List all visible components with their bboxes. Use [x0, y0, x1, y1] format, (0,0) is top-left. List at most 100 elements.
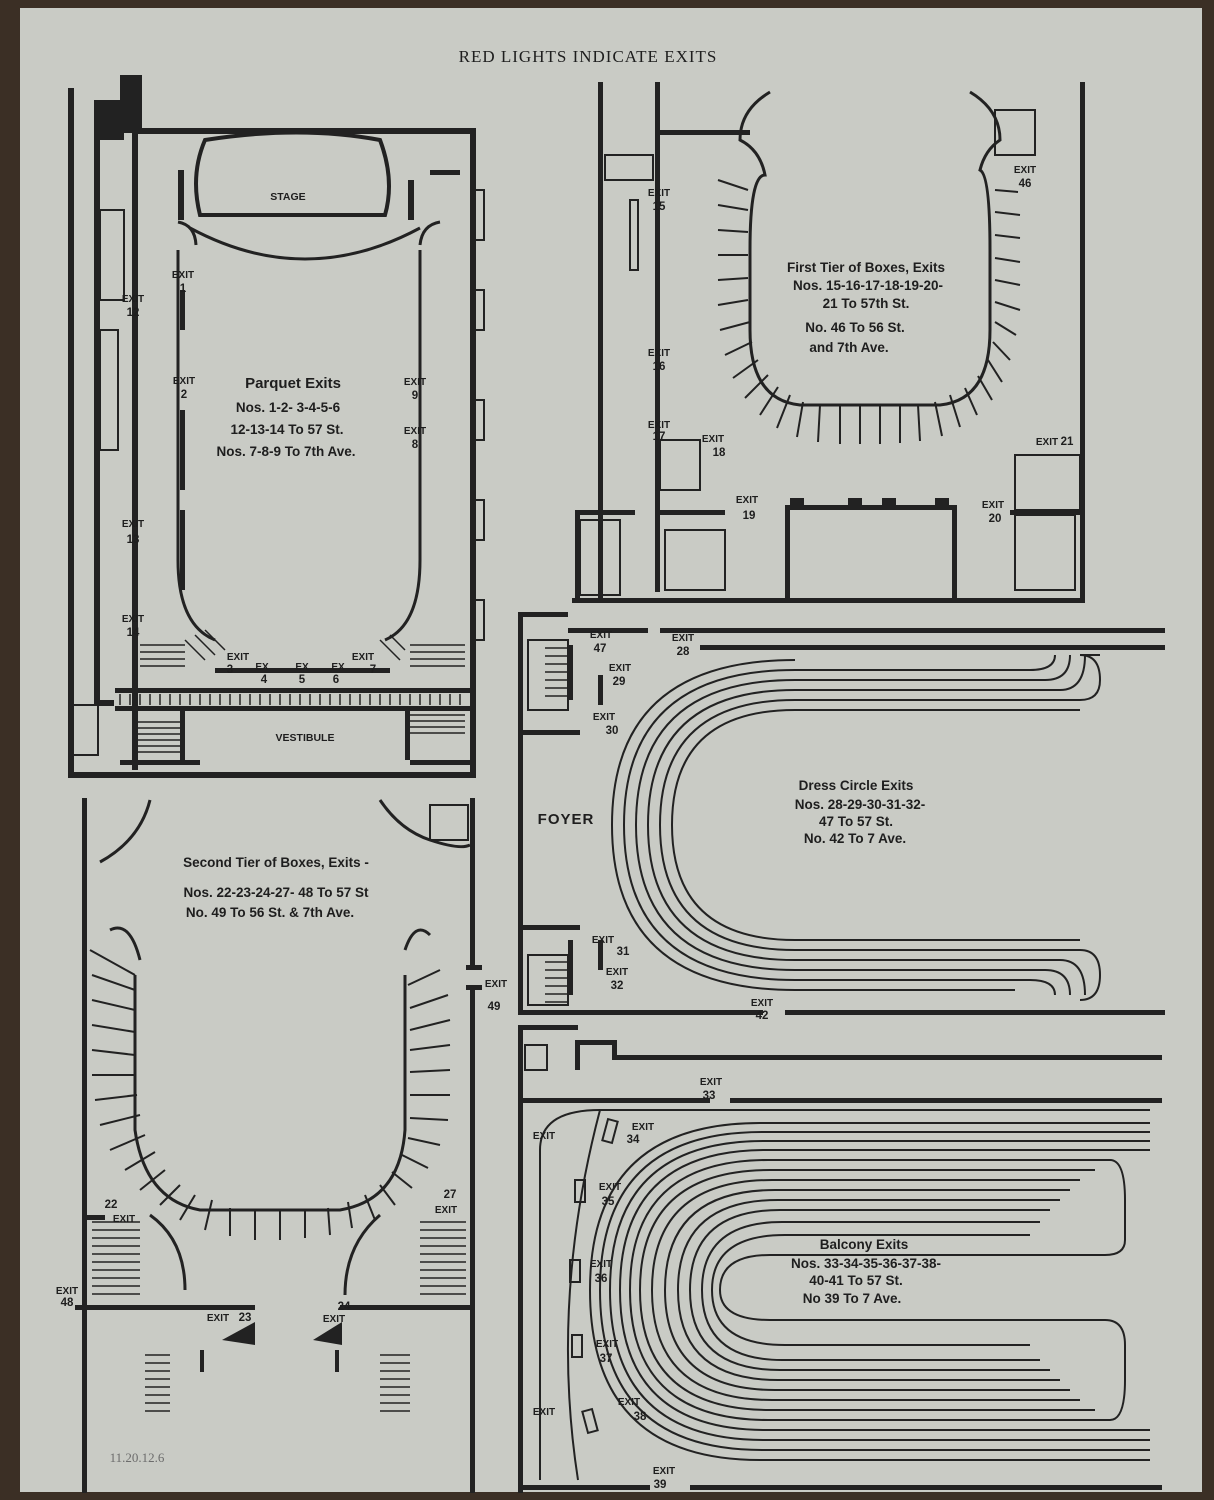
exit-label: EXIT	[122, 294, 144, 305]
exit-number: 29	[613, 676, 626, 688]
dress-circle-plan: FOYER Dress Circle Exits Nos. 28-29-30-3…	[518, 612, 1165, 1022]
parquet-line-3: Nos. 7-8-9 To 7th Ave.	[216, 444, 355, 459]
exit-label: EXIT	[113, 1214, 135, 1225]
exit-label: EXIT	[592, 935, 614, 946]
exit-label: EXIT	[599, 1182, 621, 1193]
exit-label: EXIT	[751, 998, 773, 1009]
first-tier-line-4: and 7th Ave.	[809, 340, 888, 355]
exit-number: 24	[338, 1301, 351, 1313]
exit-label: EXIT	[593, 712, 615, 723]
exit-label: EX	[331, 662, 345, 673]
exit-number: 19	[743, 510, 756, 522]
exit-number: 6	[333, 674, 339, 686]
exit-label: EXIT	[590, 630, 612, 641]
exit-label: EXIT	[173, 376, 195, 387]
exit-label: EXIT	[648, 188, 670, 199]
exit-label: EXIT	[1036, 437, 1058, 448]
exit-number: 32	[611, 980, 624, 992]
exit-number: 33	[703, 1090, 716, 1102]
exit-number: 30	[606, 725, 619, 737]
exit-number: 35	[602, 1196, 615, 1208]
balcony-title: Balcony Exits	[820, 1237, 909, 1252]
exit-number: 28	[677, 646, 690, 658]
exit-label: EXIT	[207, 1313, 229, 1324]
exit-label: EXIT	[653, 1466, 675, 1477]
exit-number: 17	[653, 431, 666, 443]
exit-label: EXIT	[672, 633, 694, 644]
exit-label: EX	[295, 662, 309, 673]
exit-number: 36	[595, 1273, 608, 1285]
exit-number: 12	[127, 307, 140, 319]
parquet-line-1: Nos. 1-2- 3-4-5-6	[236, 400, 341, 415]
dress-circle-line-1: Nos. 28-29-30-31-32-	[795, 797, 926, 812]
stage-label: STAGE	[270, 191, 305, 203]
parquet-plan: STAGE VESTIBULE Parquet Exits Nos. 1-2- …	[68, 75, 485, 778]
exit-label: EXIT	[736, 495, 758, 506]
exit-number: 39	[654, 1479, 667, 1491]
exit-label: EXIT	[609, 663, 631, 674]
exit-label: EXIT	[702, 434, 724, 445]
exit-label: EXIT	[618, 1397, 640, 1408]
exit-label: EXIT	[648, 348, 670, 359]
exit-label: EXIT	[404, 377, 426, 388]
dress-circle-line-2: 47 To 57 St.	[819, 814, 893, 829]
balcony-line-3: No 39 To 7 Ave.	[803, 1291, 902, 1306]
exit-number: 48	[61, 1297, 74, 1309]
exit-number: 46	[1019, 178, 1032, 190]
paper-sheet	[20, 8, 1202, 1492]
exit-label: EXIT	[227, 652, 249, 663]
exit-number: 9	[412, 390, 418, 402]
exit-label: EXIT	[435, 1205, 457, 1216]
exit-number: 49	[488, 1001, 501, 1013]
exit-number: 5	[299, 674, 306, 686]
exit-number: 13	[127, 534, 140, 546]
exit-number: 37	[600, 1353, 613, 1365]
exit-label: EXIT	[485, 979, 507, 990]
first-tier-line-3: No. 46 To 56 St.	[805, 320, 905, 335]
vestibule-label: VESTIBULE	[276, 732, 335, 744]
exit-label: EXIT	[122, 614, 144, 625]
second-tier-title: Second Tier of Boxes, Exits -	[183, 855, 369, 870]
pencil-note: 11.20.12.6	[110, 1450, 165, 1465]
exit-label: EXIT	[533, 1407, 555, 1418]
exit-number: 31	[617, 946, 630, 958]
exit-label: EXIT	[172, 270, 194, 281]
first-tier-line-1: Nos. 15-16-17-18-19-20-	[793, 278, 943, 293]
exit-label: EXIT	[1014, 165, 1036, 176]
exit-number: 21	[1061, 436, 1074, 448]
exit-label: EXIT	[700, 1077, 722, 1088]
balcony-line-2: 40-41 To 57 St.	[809, 1273, 903, 1288]
first-tier-title: First Tier of Boxes, Exits	[787, 260, 945, 275]
exit-label: EXIT	[323, 1314, 345, 1325]
exit-number: 23	[239, 1312, 252, 1324]
exit-label: EXIT	[632, 1122, 654, 1133]
parquet-line-2: 12-13-14 To 57 St.	[230, 422, 343, 437]
balcony-line-1: Nos. 33-34-35-36-37-38-	[791, 1256, 941, 1271]
exit-number: 47	[594, 643, 607, 655]
exit-number: 27	[444, 1189, 457, 1201]
foyer-label: FOYER	[538, 811, 595, 828]
exit-number: 3	[227, 664, 233, 676]
exit-number: 38	[634, 1411, 647, 1423]
exit-number: 7	[370, 664, 376, 676]
dress-circle-line-3: No. 42 To 7 Ave.	[804, 831, 906, 846]
parquet-title: Parquet Exits	[245, 375, 341, 392]
second-tier-line-1: Nos. 22-23-24-27- 48 To 57 St	[183, 885, 369, 900]
exit-number: 20	[989, 513, 1002, 525]
second-tier-plan: Second Tier of Boxes, Exits - Nos. 22-23…	[56, 798, 507, 1493]
second-tier-line-2: No. 49 To 56 St. & 7th Ave.	[186, 905, 354, 920]
exit-number: 22	[105, 1199, 118, 1211]
exit-number: 2	[181, 389, 187, 401]
exit-number: 15	[653, 201, 666, 213]
exit-label: EXIT	[533, 1131, 555, 1142]
first-tier-line-2: 21 To 57th St.	[823, 296, 910, 311]
exit-label: EXIT	[56, 1286, 78, 1297]
exit-label: EXIT	[590, 1259, 612, 1270]
balcony-plan: Balcony Exits Nos. 33-34-35-36-37-38- 40…	[518, 1025, 1162, 1493]
exit-label: EXIT	[648, 420, 670, 431]
exit-label: EXIT	[982, 500, 1004, 511]
exit-label: EXIT	[122, 519, 144, 530]
dress-circle-title: Dress Circle Exits	[799, 778, 914, 793]
exit-number: 14	[127, 627, 140, 639]
